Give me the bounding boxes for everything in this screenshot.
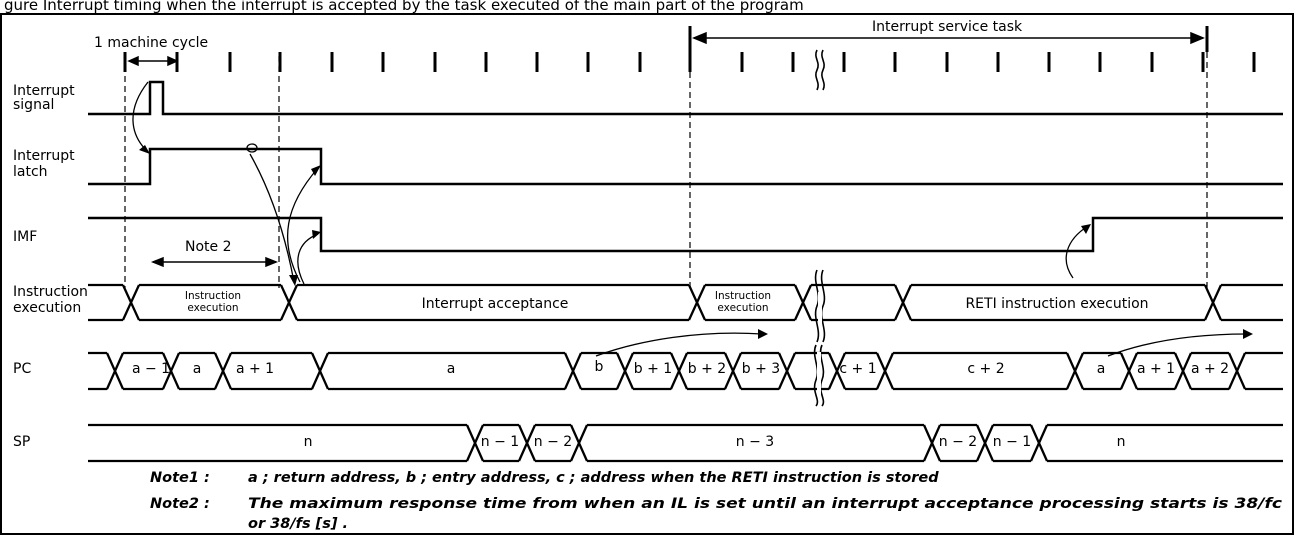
pc-value: a + 1	[1137, 361, 1175, 377]
interrupt-latch-wave	[88, 147, 1283, 186]
note1-text: a ; return address, b ; entry address, c…	[248, 470, 939, 486]
instruction-execution-label: Instruction	[13, 284, 88, 300]
note1-label: Note1 :	[150, 470, 210, 486]
pc-value: c + 1	[839, 361, 876, 377]
pc-label: PC	[13, 361, 31, 377]
break-markers	[813, 49, 826, 407]
sp-values: n n − 1 n − 2 n − 3 n − 2 n − 1 n	[304, 434, 1126, 450]
arrow-heads	[139, 145, 1253, 339]
pc-value: a	[447, 361, 456, 377]
pc-value: c + 2	[967, 361, 1004, 377]
pc-values: a − 1 a a + 1 a b b + 1 b + 2 b + 3 c + …	[132, 359, 1229, 377]
arrow-latch-to-exec	[249, 153, 295, 283]
interrupt-signal-wave	[88, 80, 1283, 116]
sp-value: n − 2	[939, 434, 977, 450]
reti-label: RETI instruction execution	[965, 296, 1148, 312]
sp-label: SP	[13, 434, 30, 450]
imf-wave	[88, 216, 1283, 253]
pc-value: a	[193, 361, 202, 377]
arrow-signal-to-latch	[132, 81, 149, 153]
note2-arrow	[150, 256, 279, 268]
guide-lines	[124, 52, 1208, 288]
sp-value: n − 2	[534, 434, 572, 450]
sp-value: n	[1117, 434, 1126, 450]
pc-bus	[88, 351, 1283, 391]
note2-marker: Note 2	[185, 239, 232, 255]
service-task-arrow	[688, 26, 1209, 52]
pc-value: a + 2	[1191, 361, 1229, 377]
machine-cycle-marker	[127, 55, 179, 67]
instruction-execution-label-2: execution	[13, 300, 81, 316]
pc-value: a + 1	[236, 361, 274, 377]
instruction-execution-bus	[88, 283, 1283, 322]
arrow-exec-to-imf-clear	[297, 233, 319, 285]
service-task-label: Interrupt service task	[872, 19, 1023, 35]
bus-rows	[88, 283, 1283, 463]
interrupt-latch-label: Interrupt	[13, 148, 75, 164]
sp-value: n − 1	[481, 434, 519, 450]
interrupt-signal-label: Interrupt	[13, 83, 75, 99]
note2-text-2: or 38/fs [s] .	[248, 516, 348, 532]
arrow-a-to-next	[1107, 333, 1248, 357]
interrupt-signal-label-2: signal	[13, 97, 54, 113]
signal-names: Interrupt signal Interrupt latch IMF Ins…	[13, 83, 88, 450]
exec2-label: Instruction	[715, 290, 771, 302]
note2-label: Note2 :	[150, 496, 210, 512]
arrow-b-to-exec	[595, 332, 763, 357]
notes: Note1 : a ; return address, b ; entry ad…	[150, 470, 1282, 532]
pc-value: a − 1	[132, 361, 170, 377]
interrupt-latch-label-2: latch	[13, 164, 48, 180]
pc-value: a	[1097, 361, 1106, 377]
pc-value: b + 3	[742, 361, 780, 377]
exec2-label-2: execution	[717, 302, 768, 314]
instruction-row-labels: Instruction execution Interrupt acceptan…	[185, 290, 1149, 314]
exec1-label: Instruction	[185, 290, 241, 302]
arrow-reti-to-imf	[1065, 225, 1089, 279]
break-mask	[817, 292, 822, 396]
note2-text: The maximum response time from when an I…	[248, 496, 1282, 512]
figure-title-fragment: gure Interrupt timing when the interrupt…	[4, 0, 804, 14]
causal-arrows	[132, 81, 1248, 357]
imf-label: IMF	[13, 229, 37, 245]
sp-value: n − 1	[993, 434, 1031, 450]
latch-sample-point	[246, 143, 258, 153]
arrow-exec-to-latch-clear	[287, 167, 319, 283]
sp-value: n − 3	[736, 434, 774, 450]
acceptance-label: Interrupt acceptance	[422, 296, 569, 312]
machine-cycle-label: 1 machine cycle	[94, 35, 208, 51]
pc-value: b	[595, 359, 604, 375]
pc-value: b + 1	[634, 361, 672, 377]
sp-bus	[88, 423, 1283, 463]
sp-value: n	[304, 434, 313, 450]
diagram-frame	[0, 13, 1294, 535]
pc-value: b + 2	[688, 361, 726, 377]
exec1-label-2: execution	[187, 302, 238, 314]
